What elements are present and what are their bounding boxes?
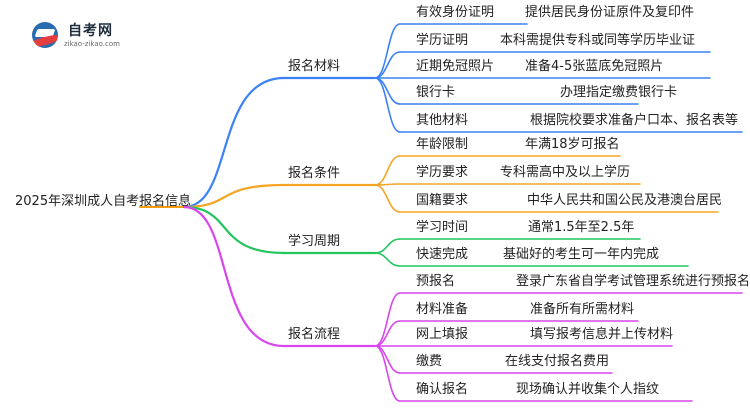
item-detail: 准备所有所需材料 <box>530 302 635 317</box>
item-name: 快速完成 <box>416 247 469 262</box>
item-connector <box>374 345 401 374</box>
item-name: 其他材料 <box>416 113 469 128</box>
item-connector <box>374 320 401 347</box>
item-detail: 中华人民共和国公民及港澳台居民 <box>527 193 723 208</box>
item-name: 年龄限制 <box>416 137 469 152</box>
branch-label: 报名条件 <box>288 166 341 181</box>
item-name: 银行卡 <box>416 85 456 100</box>
root-topic: 2025年深圳成人自考报名信息 <box>15 194 192 209</box>
item-connector <box>374 77 401 105</box>
item-detail: 专科需高中及以上学历 <box>500 165 631 180</box>
item-name: 学历证明 <box>416 33 469 48</box>
item-connector <box>374 23 401 79</box>
item-detail: 基础好的考生可一年内完成 <box>503 247 660 262</box>
item-detail: 根据院校要求准备户口本、报名表等 <box>530 113 739 128</box>
branch-connector <box>182 183 286 209</box>
item-connector <box>374 292 401 347</box>
item-connector <box>374 184 401 213</box>
item-name: 缴费 <box>416 354 443 369</box>
item-detail: 本科需提供专科或同等学历毕业证 <box>500 33 696 48</box>
item-detail: 填写报考信息并上传材料 <box>530 327 674 342</box>
item-connector <box>374 345 401 402</box>
item-detail: 在线支付报名费用 <box>505 354 610 369</box>
item-name: 学习时间 <box>416 220 469 235</box>
item-name: 有效身份证明 <box>416 5 495 20</box>
item-detail: 办理指定缴费银行卡 <box>560 85 678 100</box>
item-connector <box>374 77 401 133</box>
site-logo: 自考网 zikao-zikao.com <box>32 18 142 54</box>
item-connector <box>374 252 401 267</box>
item-name: 近期免冠照片 <box>416 59 495 74</box>
item-connector <box>374 51 401 79</box>
branch-connector <box>182 205 286 348</box>
item-name: 材料准备 <box>416 302 469 317</box>
branch-label: 报名流程 <box>288 327 341 342</box>
graduation-cap-icon <box>32 22 58 48</box>
item-name: 确认报名 <box>416 382 469 397</box>
branch-label: 报名材料 <box>288 59 341 74</box>
item-name: 网上填报 <box>416 327 469 342</box>
branch-connector <box>182 76 286 209</box>
branch-connector <box>182 205 286 255</box>
item-detail: 年满18岁可报名 <box>525 137 620 152</box>
item-name: 学历要求 <box>416 165 469 180</box>
item-name: 国籍要求 <box>416 193 469 208</box>
branch-label: 学习周期 <box>288 234 341 249</box>
item-detail: 通常1.5年至2.5年 <box>528 220 635 235</box>
item-detail: 准备4-5张蓝底免冠照片 <box>525 59 664 74</box>
brand-url: zikao-zikao.com <box>64 40 120 48</box>
item-detail: 提供居民身份证原件及复印件 <box>525 5 695 20</box>
item-detail: 登录广东省自学考试管理系统进行预报名 <box>516 274 750 289</box>
brand-name: 自考网 <box>68 23 113 39</box>
item-detail: 现场确认并收集个人指纹 <box>516 382 660 397</box>
item-connector <box>374 238 401 254</box>
item-name: 预报名 <box>416 274 456 289</box>
item-connector <box>374 155 401 186</box>
